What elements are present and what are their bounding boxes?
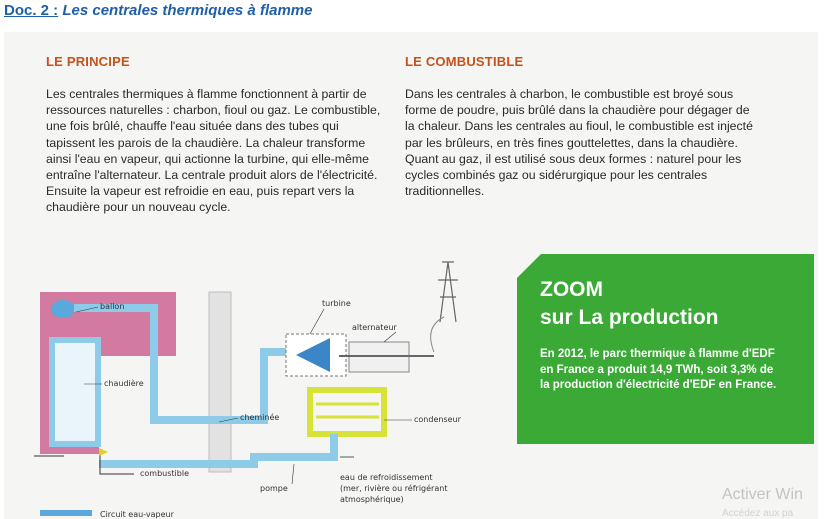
principe-title: LE PRINCIPE — [46, 54, 130, 69]
label-ballon: ballon — [100, 302, 124, 311]
label-cheminee: cheminée — [240, 412, 279, 422]
label-condenseur: condenseur — [414, 415, 462, 424]
zoom-title-line1: ZOOM — [540, 278, 603, 301]
legend-label: Circuit eau-vapeur — [100, 510, 175, 519]
pylon-icon — [438, 261, 458, 323]
turbine-icon — [296, 338, 330, 372]
chimney-shape — [208, 291, 232, 473]
label-eau-3: atmosphérique) — [340, 494, 404, 504]
principe-text: Les centrales thermiques à flamme foncti… — [46, 87, 381, 215]
label-eau-1: eau de refroidissement — [340, 473, 433, 482]
label-chaudiere: chaudière — [104, 378, 144, 388]
legend-swatch — [40, 510, 92, 516]
return-pipe — [99, 434, 338, 468]
drum-icon — [51, 300, 75, 318]
activation-watermark-sub: Accédez aux pa — [722, 508, 794, 519]
label-combustible: combustible — [140, 469, 189, 478]
activation-watermark: Activer Win — [722, 486, 803, 503]
label-alternateur: alternateur — [352, 323, 397, 332]
condenser-shape — [307, 387, 387, 437]
zoom-box — [517, 254, 814, 444]
boiler-inner — [49, 337, 101, 447]
power-plant-diagram: ballon chaudière cheminée turbine altern… — [34, 261, 462, 519]
zoom-title: ZOOM sur La production — [540, 276, 719, 332]
document-header: Doc. 2 : Les centrales thermiques à flam… — [4, 2, 312, 19]
label-pompe: pompe — [260, 484, 288, 493]
label-turbine: turbine — [322, 299, 351, 308]
doc-title: Les centrales thermiques à flamme — [62, 2, 313, 19]
label-eau-2: (mer, rivière ou réfrigérant — [340, 483, 447, 493]
doc-number: Doc. 2 : — [4, 2, 59, 19]
combustible-arrow — [99, 452, 134, 475]
combustible-title: LE COMBUSTIBLE — [405, 54, 524, 69]
combustible-text: Dans les centrales à charbon, le combust… — [405, 87, 753, 199]
zoom-title-line2: sur La production — [540, 306, 719, 329]
zoom-text: En 2012, le parc thermique à flamme d'ED… — [540, 348, 777, 391]
